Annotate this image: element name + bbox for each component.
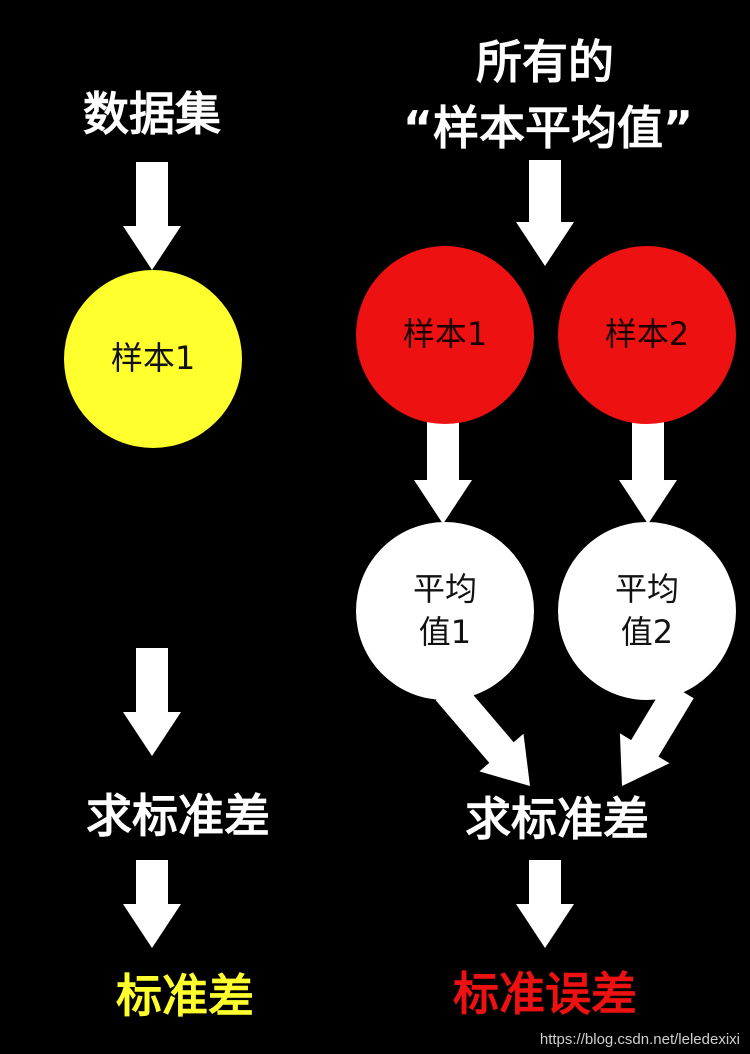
arrow-process-to-result-left: [123, 860, 181, 948]
arrow-title-to-samples: [516, 160, 574, 266]
node-mean-1: 平均 值1: [356, 522, 534, 700]
left-result-label: 标准差: [116, 969, 254, 1023]
right-process-label: 求标准差: [465, 792, 649, 846]
node-sample-left-label: 样本1: [110, 339, 196, 378]
node-sample-left: 样本1: [64, 270, 242, 448]
right-title-line2: “样本平均值”: [402, 101, 694, 155]
arrow-group: [123, 160, 694, 948]
arrow-sample1-to-mean1: [414, 422, 472, 524]
right-title-line1: 所有的: [476, 35, 614, 89]
arrow-sample-to-process-left: [123, 648, 181, 756]
watermark: https://blog.csdn.net/leledexixi: [539, 1031, 740, 1048]
node-mean-1-label: 平均 值1: [412, 569, 477, 651]
node-sample-2-label: 样本2: [604, 315, 690, 354]
node-sample-2: 样本2: [558, 246, 736, 424]
arrow-mean2-to-process: [619, 681, 694, 786]
left-title: 数据集: [83, 87, 221, 141]
arrow-dataset-to-sample: [123, 162, 181, 270]
right-result-label: 标准误差: [453, 967, 637, 1021]
node-mean-2-label: 平均 值2: [614, 569, 679, 651]
arrow-process-to-result-right: [516, 860, 574, 948]
left-process-label: 求标准差: [86, 789, 270, 843]
node-mean-2: 平均 值2: [558, 522, 736, 700]
arrow-sample2-to-mean2: [619, 422, 677, 524]
node-sample-1-label: 样本1: [402, 315, 488, 354]
arrow-mean1-to-process: [435, 679, 530, 786]
node-sample-1: 样本1: [356, 246, 534, 424]
